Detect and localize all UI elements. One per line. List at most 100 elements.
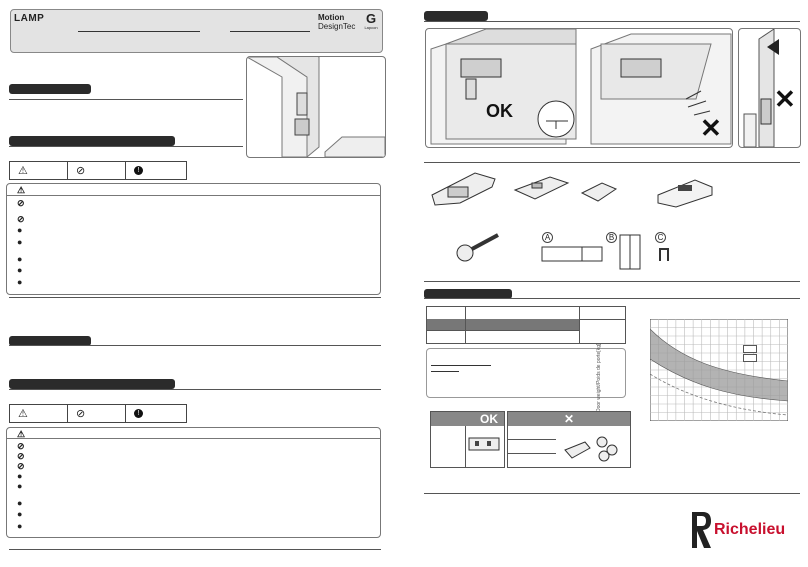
legend-mandatory-cell: ! (126, 405, 184, 422)
ok-x-table-x: ✕ (507, 411, 631, 468)
section-title-bar-4 (9, 379, 175, 389)
section-rule-2 (9, 146, 243, 147)
section-rule-4 (9, 389, 381, 390)
product-logo-line1: Motion (318, 13, 345, 22)
mandatory-icon: ● (17, 237, 23, 247)
mandatory-icon: ● (17, 277, 23, 287)
x-table-header: ✕ (508, 412, 630, 426)
mandatory-icon: ● (17, 254, 23, 264)
install-illustration-x-frame: ✕ (738, 28, 801, 148)
header-field-line-1 (78, 31, 200, 32)
part-b-label: B (606, 232, 617, 243)
product-logo-line2: DesignTec (318, 22, 356, 31)
ok-table-divider (465, 426, 466, 467)
mandatory-icon: ● (17, 521, 23, 531)
section-title-bar-1 (9, 84, 91, 94)
prohibited-icon: ⊘ (76, 408, 86, 420)
spec-table-col-divider-2 (579, 307, 580, 343)
section-rule-8 (424, 298, 800, 299)
warning-legend-row-1: ⚠ ⊘ ! (9, 161, 187, 180)
legend-mandatory-cell: ! (126, 162, 184, 179)
section-rule-3 (9, 345, 381, 346)
mandatory-icon: ! (134, 409, 143, 418)
section-rule-7 (424, 281, 800, 282)
spec-table-row-3 (427, 330, 579, 343)
legend-warning-cell: ⚠ (10, 162, 68, 179)
prohibited-icon: ⊘ (17, 461, 25, 471)
notes-underline-1 (431, 365, 491, 366)
ok-x-table-ok: OK (430, 411, 505, 468)
spacer-block-icon (657, 179, 713, 208)
prohibited-icon: ⊘ (17, 441, 25, 451)
notes-box (426, 348, 626, 398)
part-b-icon (619, 234, 641, 270)
product-logo: Motion DesignTec (318, 13, 358, 31)
section-title-bar-5 (424, 11, 488, 21)
prohibited-icon: ⊘ (17, 451, 25, 461)
chart-ylabel: Door weight/Poids de porte[kg] (596, 343, 602, 412)
mandatory-icon: ● (17, 225, 23, 235)
legend-warning-cell: ⚠ (10, 405, 68, 422)
warning-icon: ⚠ (17, 429, 26, 439)
chart-band-area (650, 328, 788, 402)
door-weight-chart (650, 319, 788, 421)
part-a-icon (541, 246, 603, 262)
section-title-bar-6 (424, 289, 512, 299)
mounting-plate-icon (513, 176, 570, 200)
section-title-bar-3 (9, 336, 91, 346)
ok-bracket-illustration (468, 437, 500, 451)
chart-reference-curve (650, 373, 788, 416)
x-table-row-line-1 (508, 439, 556, 440)
warning-icon: ⚠ (17, 185, 26, 195)
screw-icon (456, 233, 499, 262)
richelieu-logo: Richelieu (690, 510, 785, 550)
mandatory-icon: ● (17, 471, 23, 481)
richelieu-r-icon (692, 512, 711, 548)
mandatory-icon: ! (134, 166, 143, 175)
warning-icon: ⚠ (18, 165, 28, 177)
brand-logo: LAMP (14, 13, 45, 24)
section-rule-9 (424, 493, 800, 494)
richelieu-logo-mark (690, 510, 712, 550)
section-rule-1 (9, 99, 243, 100)
part-a-label: A (542, 232, 553, 243)
warnings-box-2-symbols: ⚠ ⊘ ⊘ ⊘ ● ● ● ● ● (7, 428, 27, 537)
ok-mark: OK (486, 101, 513, 121)
mandatory-icon: ● (17, 498, 23, 508)
install-illustration (430, 29, 732, 145)
mandatory-icon: ● (17, 265, 23, 275)
warnings-box-2-header-rule (7, 438, 380, 439)
part-c-label: C (655, 232, 666, 243)
richelieu-brand: Richelieu (714, 521, 786, 538)
partner-logo-text: Lapcon (364, 25, 378, 30)
parts-illustration (431, 172, 713, 270)
install-illustration-ok-frame: OK ✕ (425, 28, 733, 148)
warnings-box-1-header-rule (7, 195, 380, 196)
prohibited-icon: ⊘ (17, 214, 25, 224)
section-title-bar-2 (9, 136, 175, 146)
spec-table-col-divider-1 (465, 307, 466, 343)
warning-legend-row-2: ⚠ ⊘ ! (9, 404, 187, 423)
mandatory-icon: ● (17, 509, 23, 519)
ok-table-header: OK (431, 412, 504, 426)
mandatory-icon: ● (17, 481, 23, 491)
partner-logo: G Lapcon (362, 12, 380, 30)
warnings-box-1: ⚠ ⊘ ⊘ ● ● ● ● ● (6, 183, 381, 295)
notes-underline-2 (431, 371, 459, 372)
section-end-rule-1 (9, 297, 381, 298)
section-end-rule-2 (9, 549, 381, 550)
legend-prohibited-cell: ⊘ (68, 162, 126, 179)
spec-table-row-2 (427, 319, 579, 330)
partner-logo-glyph: G (365, 11, 377, 26)
warnings-box-1-symbols: ⚠ ⊘ ⊘ ● ● ● ● ● (7, 184, 27, 294)
prohibited-icon: ⊘ (76, 165, 86, 177)
x-hardware-illustration (564, 436, 618, 462)
bracket-icon (580, 182, 618, 202)
spec-table (426, 306, 626, 344)
hinge-illustration-frame (246, 56, 386, 158)
x-table-row-line-2 (508, 453, 556, 454)
x-mark: ✕ (700, 113, 722, 143)
section-rule-5 (424, 21, 800, 22)
press-illustration (743, 29, 779, 147)
warning-icon: ⚠ (18, 408, 28, 420)
